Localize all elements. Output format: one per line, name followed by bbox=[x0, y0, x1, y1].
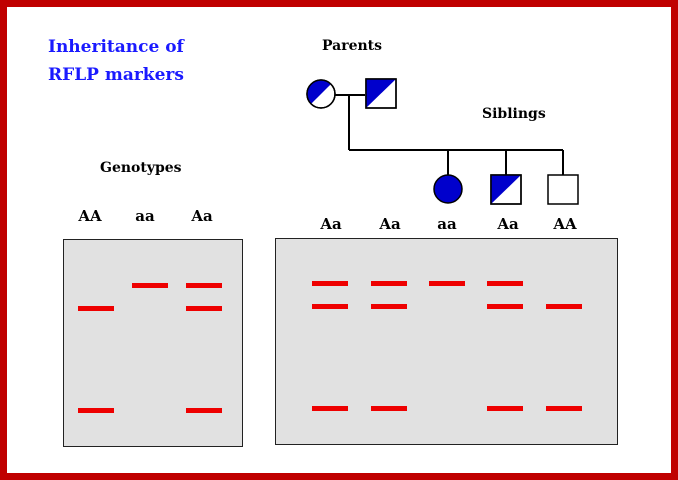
gel-band bbox=[371, 304, 407, 309]
gel-band bbox=[487, 281, 523, 286]
gel-band bbox=[371, 406, 407, 411]
gel-band bbox=[429, 281, 465, 286]
genotypes-label: Genotypes bbox=[100, 160, 182, 176]
gel-band bbox=[371, 281, 407, 286]
siblings-label: Siblings bbox=[482, 106, 546, 122]
father-symbol bbox=[365, 78, 397, 109]
standard-gel bbox=[63, 239, 243, 447]
standard-genotype-label: aa bbox=[135, 207, 155, 225]
gel-band bbox=[186, 306, 222, 311]
gel-band bbox=[78, 408, 114, 413]
gel-band bbox=[78, 306, 114, 311]
gel-band bbox=[186, 283, 222, 288]
gel-band bbox=[186, 408, 222, 413]
sibling-genotype-label: Aa bbox=[320, 215, 342, 233]
sibling-genotype-label: Aa bbox=[497, 215, 519, 233]
gel-band bbox=[487, 304, 523, 309]
title-line-2: RFLP markers bbox=[48, 65, 184, 85]
gel-band bbox=[312, 281, 348, 286]
sibling-genotype-label: Aa bbox=[379, 215, 401, 233]
sibling-genotype-label: aa bbox=[437, 215, 457, 233]
gel-band bbox=[487, 406, 523, 411]
sibling-male-symbol bbox=[547, 174, 579, 205]
parents-label: Parents bbox=[322, 38, 383, 54]
title-line-1: Inheritance of bbox=[48, 37, 184, 57]
gel-band bbox=[546, 304, 582, 309]
gel-band bbox=[132, 283, 168, 288]
standard-genotype-label: AA bbox=[78, 207, 102, 225]
gel-band bbox=[312, 406, 348, 411]
siblings-gel bbox=[275, 238, 618, 445]
standard-genotype-label: Aa bbox=[191, 207, 213, 225]
sibling-female-symbol bbox=[433, 174, 463, 204]
gel-band bbox=[546, 406, 582, 411]
sibling-genotype-label: AA bbox=[553, 215, 577, 233]
gel-band bbox=[312, 304, 348, 309]
mother-symbol bbox=[306, 79, 336, 109]
sibling-male-symbol bbox=[490, 174, 522, 205]
